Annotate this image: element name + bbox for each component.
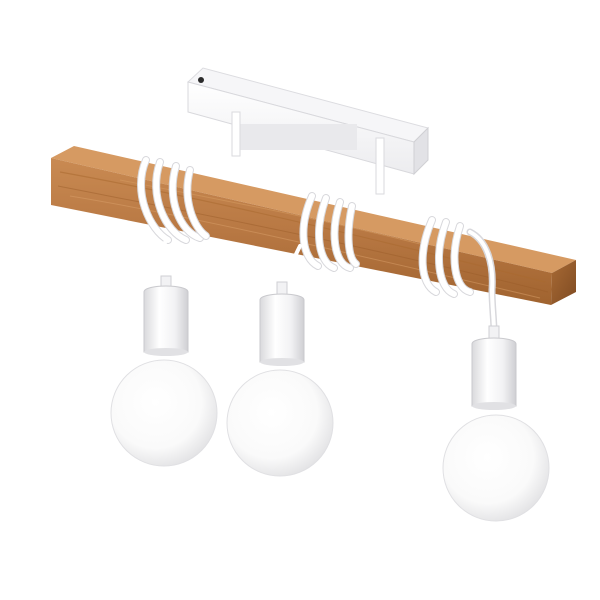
wooden-beam xyxy=(51,146,576,305)
socket-middle xyxy=(259,293,305,363)
lamp-right xyxy=(442,325,550,522)
ceiling-mount xyxy=(186,67,429,195)
socket-right xyxy=(471,337,517,407)
screw-icon xyxy=(198,77,204,83)
lamp-left xyxy=(110,262,218,467)
bulb-right xyxy=(442,414,550,522)
cable-wrap-right xyxy=(418,216,498,336)
lamp-middle xyxy=(226,281,334,477)
socket-left xyxy=(143,285,189,353)
cable-wrap-left xyxy=(137,156,210,270)
cable-wrap-middle xyxy=(284,192,360,282)
bulb-left xyxy=(110,359,218,467)
bulb-middle xyxy=(226,369,334,477)
